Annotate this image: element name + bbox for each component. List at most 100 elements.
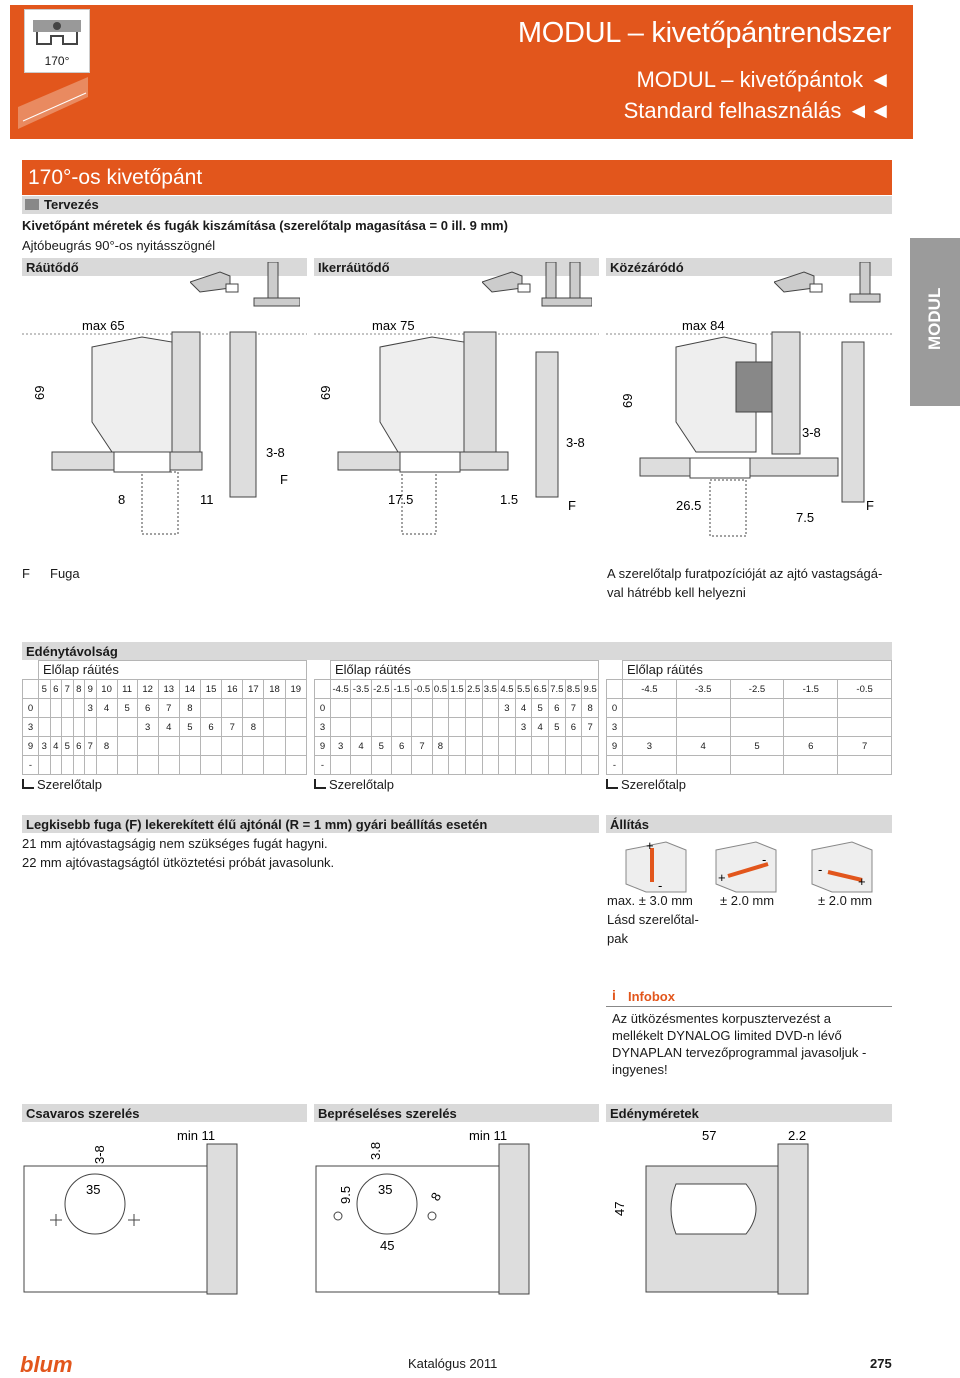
adjust-minus-2: - bbox=[762, 852, 766, 867]
table-cell: 4 bbox=[514, 698, 533, 718]
table-cell bbox=[622, 755, 677, 775]
table-cell: 3 bbox=[136, 717, 159, 737]
table-header-cell: 19 bbox=[284, 679, 308, 699]
table-cell bbox=[136, 736, 159, 756]
kozezarodo-icon bbox=[774, 262, 881, 303]
table-cell: 3 bbox=[38, 736, 51, 756]
table-cell bbox=[199, 736, 223, 756]
info-icon: i bbox=[612, 987, 616, 1003]
table-header-cell: -0.5 bbox=[411, 679, 433, 699]
table-cell bbox=[622, 717, 677, 737]
table-cell bbox=[390, 755, 413, 775]
d3-f: F bbox=[866, 498, 874, 513]
table-cell bbox=[729, 755, 785, 775]
page-number: 275 bbox=[870, 1356, 892, 1371]
side-tab-label: MODUL bbox=[925, 287, 944, 350]
table-cell bbox=[481, 698, 500, 718]
diagram-rautodo: max 65 69 3-8 F 8 11 bbox=[22, 312, 307, 535]
table-cell bbox=[263, 755, 286, 775]
col-header-rautodo: Ráütődő bbox=[22, 258, 307, 276]
bepreseleses-heading: Bepréseléses szerelés bbox=[314, 1104, 599, 1122]
table-cell: 3 bbox=[622, 736, 677, 756]
table1-subhead: Előlap ráütés bbox=[38, 660, 307, 679]
section-title: 170°-os kivetőpánt bbox=[22, 160, 892, 195]
overlay-note: Ajtóbeugrás 90°-os nyitásszögnél bbox=[22, 238, 216, 253]
table-header-cell: -0.5 bbox=[837, 679, 892, 699]
table-cell bbox=[284, 717, 308, 737]
table-cell bbox=[411, 717, 433, 737]
table-cell: 7 bbox=[837, 736, 892, 756]
adjust-value-1b: Lásd szerelőtal- bbox=[607, 912, 699, 927]
d2-offset: 9.5 bbox=[338, 1186, 353, 1204]
blum-logo: blum bbox=[20, 1352, 73, 1377]
table-cell bbox=[350, 717, 372, 737]
table-cell bbox=[370, 755, 392, 775]
infobox: i Infobox Az ütközésmentes korpusztervez… bbox=[606, 987, 892, 1085]
d2-b: 1.5 bbox=[500, 492, 518, 507]
table-cell bbox=[72, 698, 85, 718]
note-right-2: val hátrébb kell helyezni bbox=[607, 585, 746, 600]
table-cell bbox=[329, 698, 352, 718]
adjust-side-icon: - + bbox=[715, 841, 777, 893]
table-header-cell: 12 bbox=[136, 679, 159, 699]
table-cell bbox=[284, 755, 308, 775]
table-cell bbox=[199, 698, 223, 718]
table-cell: 3 bbox=[498, 698, 516, 718]
adjustment-illustrations: + - - + - + bbox=[625, 838, 873, 893]
table-corner bbox=[314, 679, 331, 699]
table-cell bbox=[411, 755, 433, 775]
table-cell bbox=[514, 755, 533, 775]
d3-edge: 2.2 bbox=[788, 1128, 806, 1143]
table-header-cell: 7 bbox=[61, 679, 74, 699]
tervezes-label: Tervezés bbox=[44, 197, 99, 212]
table-cell bbox=[178, 736, 202, 756]
side-tab-modul[interactable]: MODUL bbox=[910, 238, 960, 406]
table-header-cell: 18 bbox=[263, 679, 286, 699]
row-label: - bbox=[314, 755, 331, 775]
d1-a: 8 bbox=[118, 492, 125, 507]
table-cell bbox=[564, 736, 583, 756]
table-header-cell: 8.5 bbox=[564, 679, 583, 699]
table-cell bbox=[448, 755, 466, 775]
table-header-cell: 16 bbox=[221, 679, 244, 699]
col-header-kozezarodo: Közézáródó bbox=[606, 258, 892, 276]
row-label: - bbox=[606, 755, 623, 775]
table-cell: 7 bbox=[411, 736, 433, 756]
table-cell bbox=[284, 698, 308, 718]
adjust-plus-3: + bbox=[858, 874, 866, 889]
table-cell bbox=[157, 736, 180, 756]
ikerrautodo-icon bbox=[482, 262, 592, 307]
table-cell bbox=[622, 698, 677, 718]
table-cell bbox=[531, 755, 550, 775]
table-header-cell: 14 bbox=[178, 679, 202, 699]
screw-mount-drawing: 3-8 min 11 35 bbox=[23, 1128, 238, 1295]
d1-gap: 3-8 bbox=[266, 445, 285, 460]
table-cell bbox=[178, 755, 202, 775]
table-header-cell: 5 bbox=[38, 679, 51, 699]
table-cell bbox=[514, 736, 533, 756]
table-header-cell: 4.5 bbox=[498, 679, 516, 699]
d3-height: 69 bbox=[620, 394, 635, 408]
d1-diameter: 35 bbox=[86, 1182, 100, 1197]
table-cell bbox=[61, 755, 74, 775]
table-cell bbox=[263, 717, 286, 737]
table-cell bbox=[481, 717, 500, 737]
table-cell bbox=[221, 698, 244, 718]
adjust-plus-1: + bbox=[646, 838, 654, 853]
legkisebb-line1: 21 mm ajtóvastagságig nem szükséges fugá… bbox=[22, 836, 328, 851]
ruler-graphic bbox=[18, 77, 88, 129]
table-corner bbox=[22, 679, 39, 699]
table-cell bbox=[837, 698, 892, 718]
table-header-cell: 11 bbox=[116, 679, 138, 699]
table-cell bbox=[221, 755, 244, 775]
table-cell bbox=[329, 755, 352, 775]
table-cell bbox=[136, 755, 159, 775]
d1-height: 69 bbox=[32, 386, 47, 400]
table-cell: 7 bbox=[157, 698, 180, 718]
table-header-cell: -3.5 bbox=[350, 679, 372, 699]
table-cell bbox=[464, 736, 483, 756]
table-cell bbox=[675, 698, 731, 718]
table-header-cell: -2.5 bbox=[729, 679, 785, 699]
